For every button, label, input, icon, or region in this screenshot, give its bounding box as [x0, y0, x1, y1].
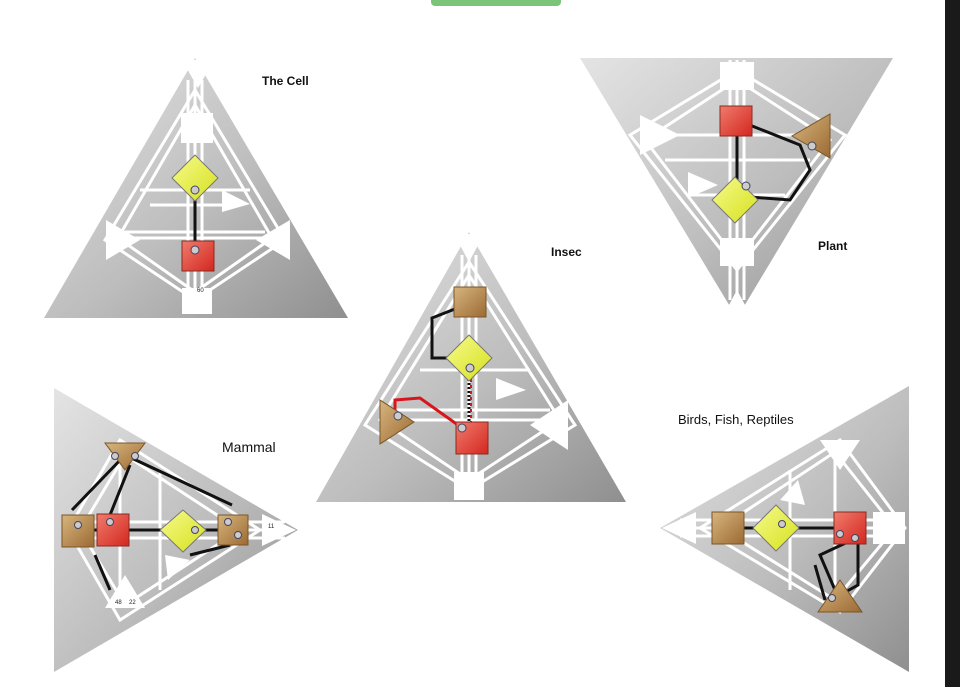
insect-spleen-center: [379, 399, 415, 445]
cell-gate-60: 60: [197, 288, 204, 294]
cell-spleen-center: [106, 220, 140, 260]
mammal-heart-center: [165, 555, 190, 580]
plant-active-channel: [736, 118, 812, 202]
plant-mid-center: [688, 172, 718, 198]
label-insect: Insec: [551, 245, 582, 259]
birds-root-center: [873, 512, 905, 544]
birds-g-center: [752, 504, 800, 552]
diagram-the-cell: [44, 58, 348, 318]
cell-head-center: [182, 60, 214, 88]
insect-solar-center: [530, 400, 568, 450]
window-edge: [945, 0, 960, 687]
insect-heart-center: [496, 378, 526, 400]
birds-solar-center: [820, 440, 860, 470]
mammal-root-center: [61, 514, 95, 548]
diagram-mammal: [54, 388, 298, 672]
plant-sacral-center: [719, 105, 753, 137]
plant-lower-center: [720, 238, 754, 266]
birds-head-center: [662, 512, 696, 544]
insect-g-center: [445, 334, 493, 382]
top-tab[interactable]: [431, 0, 561, 6]
cell-sacral-center: [181, 240, 215, 272]
plant-bottom-center: [722, 290, 752, 318]
mammal-head-center: [262, 514, 296, 546]
plant-top-center: [720, 62, 754, 90]
cell-g-center: [171, 154, 219, 202]
mammal-sacral-center: [96, 513, 130, 547]
diagram-birds-fish-reptiles: [660, 386, 909, 672]
mammal-throat-center: [217, 514, 249, 546]
cell-gate-marker: [190, 185, 200, 195]
label-mammal: Mammal: [222, 439, 276, 455]
mammal-gate-11: 11: [268, 524, 275, 530]
cell-solar-center: [256, 220, 290, 260]
mammal-lower-center: [105, 575, 145, 608]
plant-left-center: [640, 115, 680, 155]
birds-sacral-center: [833, 511, 867, 545]
label-the-cell: The Cell: [262, 74, 309, 88]
mammal-gate-48: 48: [115, 600, 122, 606]
cell-heart-center: [222, 190, 250, 212]
insect-throat-center: [453, 286, 487, 318]
label-plant: Plant: [818, 239, 848, 253]
mammal-g-center: [159, 509, 207, 553]
diagram-plant: [580, 58, 893, 318]
insect-head-center: [454, 234, 484, 262]
cell-gate-marker: [190, 245, 200, 255]
cell-root-lower: [182, 288, 212, 314]
cell-ajna-center: [181, 113, 213, 143]
birds-throat-center: [711, 511, 745, 545]
diagram-insect: [316, 232, 626, 502]
birds-heart-center: [780, 480, 805, 505]
mammal-gate-22: 22: [129, 600, 136, 606]
insect-root-lower: [454, 472, 484, 500]
label-birds-fish-reptiles: Birds, Fish, Reptiles: [678, 412, 794, 427]
